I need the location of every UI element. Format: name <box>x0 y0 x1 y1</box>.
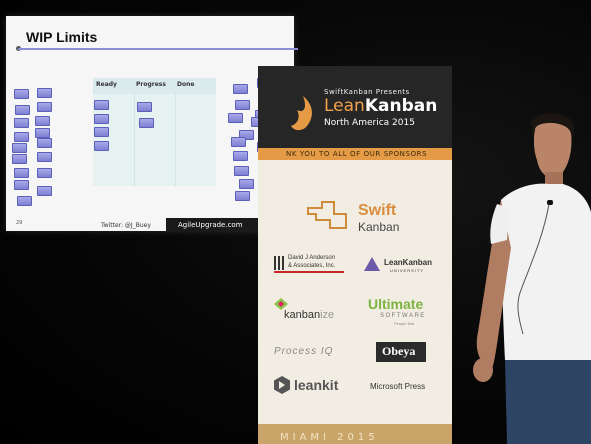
speaker-person <box>473 113 591 444</box>
slide-title: WIP Limits <box>26 29 98 45</box>
kanban-card <box>12 143 27 153</box>
sponsor-leankanban-university-sub: UNIVERSITY <box>390 268 425 273</box>
sponsor-david-anderson-line1: David J Anderson <box>288 255 336 261</box>
kanban-board-header <box>93 78 216 94</box>
board-column-divider <box>175 78 176 186</box>
leankanban-university-logo-icon <box>364 257 380 271</box>
slide-website-url: AgileUpgrade.com <box>178 221 243 229</box>
kanban-board <box>93 78 216 186</box>
banner-subtitle: North America 2015 <box>324 118 415 128</box>
kanban-card-progress <box>137 102 152 112</box>
banner-sponsor-strip <box>258 148 452 160</box>
kanban-card-ready <box>94 127 109 137</box>
kanban-card-ready <box>94 114 109 124</box>
leankit-logo-icon <box>274 376 290 394</box>
banner-title-lean: Lean <box>324 96 365 116</box>
sponsor-microsoft-press: Microsoft Press <box>370 382 426 391</box>
kanban-card <box>17 196 32 206</box>
sponsor-leankit: leankit <box>294 377 339 393</box>
banner-presents-line: SwiftKanban Presents <box>324 88 410 96</box>
kanban-card-ready <box>94 100 109 110</box>
sponsor-ultimate-software: SOFTWARE <box>380 313 426 319</box>
kanbanize-text-b: ize <box>320 309 335 321</box>
kanban-card <box>233 84 248 94</box>
slide-twitter-handle: Twitter: @J_Buey <box>101 222 151 229</box>
banner-footer-text: MIAMI 2015 <box>280 432 379 443</box>
kanban-card <box>14 132 29 142</box>
kanban-card <box>233 151 248 161</box>
kanban-card-progress <box>139 118 154 128</box>
kanban-card <box>239 130 254 140</box>
kanban-card <box>228 113 243 123</box>
board-column-divider <box>134 78 135 186</box>
obeya-logo-box <box>376 342 426 362</box>
sponsor-obeya: Obeya <box>382 344 416 358</box>
kanban-card <box>239 179 254 189</box>
kanban-card <box>14 89 29 99</box>
kanbanize-text-a: kanban <box>284 309 321 321</box>
kanbanize-logo-icon <box>274 298 288 310</box>
kanban-card <box>15 105 30 115</box>
sponsor-process-iq: Process IQ <box>274 346 334 357</box>
kanban-card <box>235 191 250 201</box>
david-anderson-logo-icon <box>274 256 284 270</box>
column-label-done: Done <box>177 81 195 88</box>
kanban-card <box>14 118 29 128</box>
sponsor-swift: Swift <box>358 202 397 219</box>
sponsor-ultimate-tagline: People first <box>394 321 415 326</box>
slide-title-rule <box>18 48 298 50</box>
banner-footer <box>258 424 452 444</box>
sponsor-banner: SwiftKanban Presents LeanKanban North Am… <box>258 66 452 444</box>
banner-title: LeanKanban <box>324 96 437 116</box>
kanban-card <box>37 102 52 112</box>
column-label-progress: Progress <box>136 81 166 88</box>
column-label-ready: Ready <box>96 81 117 88</box>
kanban-card <box>14 180 29 190</box>
slide-page-number: 29 <box>16 220 23 226</box>
kanban-card <box>37 186 52 196</box>
sponsor-kanban: Kanban <box>358 220 400 234</box>
sponsor-kanbanize: kanbanize <box>284 309 334 321</box>
sponsor-ultimate: Ultimate <box>368 296 424 312</box>
kanban-card <box>235 100 250 110</box>
kanban-card <box>35 128 50 138</box>
kanban-card <box>14 168 29 178</box>
kanban-card <box>12 154 27 164</box>
kanban-card <box>37 168 52 178</box>
david-anderson-underline <box>274 271 344 273</box>
sponsor-david-anderson-line2: & Associates, Inc. <box>288 263 336 269</box>
kanban-card-ready <box>94 141 109 151</box>
kanban-card <box>37 88 52 98</box>
banner-header <box>258 66 452 148</box>
leankanban-flame-logo-icon <box>291 96 312 131</box>
kanban-card <box>234 166 249 176</box>
sponsor-leankanban-university: LeanKanban <box>384 258 433 267</box>
kanban-card <box>231 137 246 147</box>
projected-slide: WIP Limits Ready Progress Done <box>6 16 298 231</box>
banner-sponsor-thanks: NK YOU TO ALL OF OUR SPONSORS <box>286 150 428 158</box>
kanban-card <box>37 138 52 148</box>
banner-title-kanban: Kanban <box>364 96 438 116</box>
kanban-card <box>35 116 50 126</box>
swiftkanban-logo-icon <box>307 201 347 229</box>
kanban-card <box>37 152 52 162</box>
